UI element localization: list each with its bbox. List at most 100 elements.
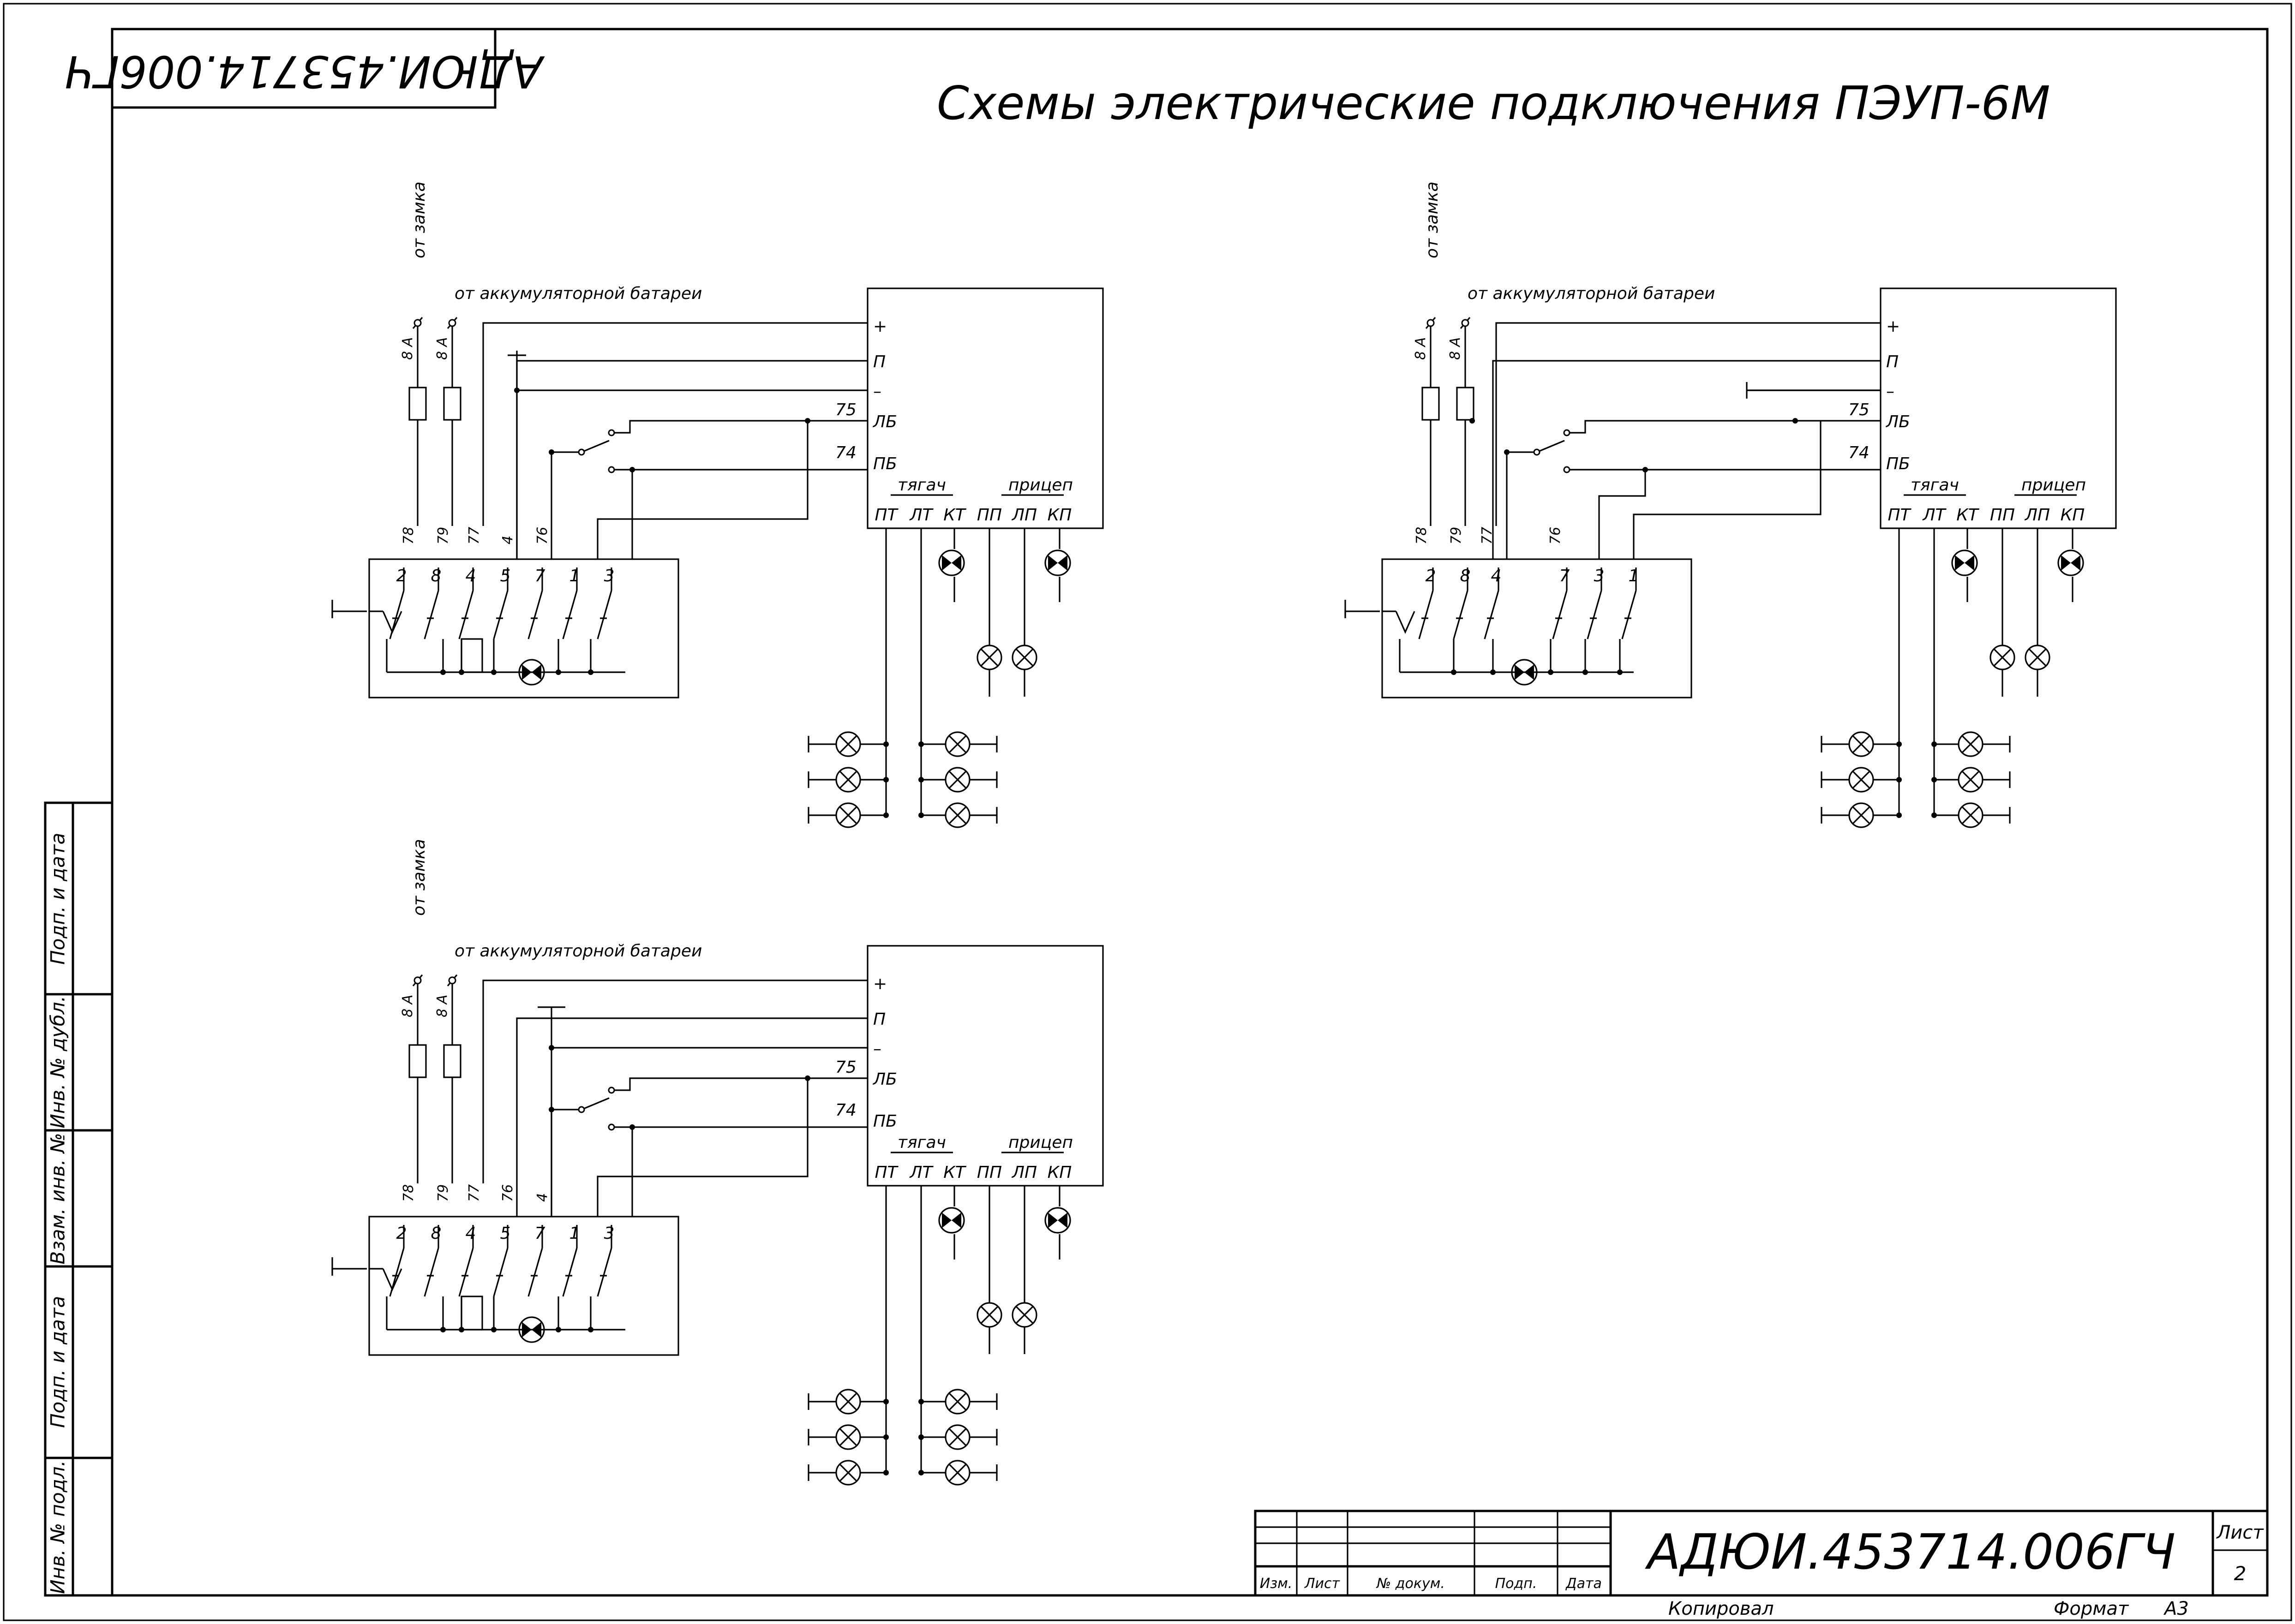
switch-contact-number: 7 <box>535 567 545 585</box>
fuse-terminal <box>448 319 456 327</box>
wire-75-label: 75 <box>835 400 857 419</box>
switch-contact-number: 8 <box>1460 567 1471 585</box>
wire-number: 78 <box>1414 527 1430 544</box>
wire <box>424 1248 439 1297</box>
pin-label: ЛБ <box>1885 412 1910 431</box>
wire-75-label: 75 <box>835 1058 857 1077</box>
wire <box>583 440 610 452</box>
output-label: ЛТ <box>909 506 934 525</box>
format-label: Формат <box>2054 1598 2129 1619</box>
wire <box>458 590 474 639</box>
fuse-icon <box>443 387 461 421</box>
wire-number: 78 <box>401 1184 417 1202</box>
junction-dot <box>883 812 889 818</box>
switch-contact-number: 1 <box>1629 567 1639 585</box>
switch-contact-number: 5 <box>500 567 511 585</box>
wire <box>1015 648 1034 667</box>
side-col-5: Инв. № подл. <box>47 1460 69 1594</box>
side-col-2: Инв. № дубл. <box>47 996 69 1128</box>
controller-block <box>867 945 1104 1187</box>
wire <box>583 1097 610 1110</box>
side-columns: Подп. и дата Инв. № дубл. Взам. инв. № П… <box>44 801 114 1597</box>
wire <box>839 1428 857 1446</box>
from-lock-label: от замка <box>410 839 429 916</box>
wire <box>331 1268 367 1276</box>
side-col-1: Подп. и дата <box>47 833 69 965</box>
controller-block <box>1880 287 2117 529</box>
top-code: АДЮИ.453714.006ГЧ <box>65 46 545 96</box>
wire-number: 4 <box>534 1193 551 1202</box>
wire <box>516 1017 868 1217</box>
wire <box>597 1248 612 1297</box>
terminal <box>578 1106 585 1113</box>
junction-dot <box>1469 418 1475 424</box>
wire <box>1453 590 1468 639</box>
trailer-label: прицеп <box>1008 1133 1073 1152</box>
output-label: ПТ <box>1888 506 1912 525</box>
junction-dot <box>918 777 924 782</box>
wire <box>493 1248 509 1297</box>
pin-label: П <box>873 1010 886 1029</box>
junction-dot <box>883 741 889 747</box>
wire <box>1587 590 1602 639</box>
switch-contact-number: 8 <box>431 1224 442 1243</box>
contact-bridge <box>461 638 483 673</box>
terminal <box>1533 448 1540 456</box>
side-col-4: Подп. и дата <box>47 1296 69 1428</box>
fuse-rating-label: 8 А <box>400 337 416 360</box>
output-label: КП <box>1048 1163 1072 1182</box>
wire <box>597 1078 809 1217</box>
wire <box>948 735 967 753</box>
from-lock-label: от замка <box>410 181 429 258</box>
indicator-lamp-icon <box>1044 1207 1071 1234</box>
switch-contact-number: 2 <box>396 567 407 585</box>
wire <box>1852 735 1870 753</box>
light-switch-box <box>368 1216 679 1356</box>
output-label: КП <box>1048 506 1072 525</box>
wire <box>1633 421 1822 559</box>
pin-label: + <box>1886 317 1900 336</box>
wire-number: 79 <box>435 1184 451 1202</box>
controller-block <box>867 287 1104 529</box>
tractor-label: тягач <box>898 476 946 495</box>
junction-dot <box>883 1434 889 1440</box>
stamp-header-list: Лист <box>1304 1576 1341 1592</box>
output-label: ЛП <box>2024 506 2050 525</box>
terminal <box>578 448 585 456</box>
from-battery-label: от аккумуляторной батареи <box>455 942 702 961</box>
output-label: ПП <box>1990 506 2015 525</box>
pin-label: П <box>1886 352 1899 371</box>
wire <box>331 610 367 618</box>
fuse-rating-label: 8 А <box>434 995 450 1017</box>
wire <box>1552 590 1568 639</box>
indicator-lamp-fill <box>521 664 542 680</box>
switch-contact-number: 5 <box>500 1224 511 1243</box>
indicator-lamp-fill <box>1048 1212 1068 1228</box>
switch-contact-number: 1 <box>569 567 580 585</box>
junction-dot <box>1931 741 1937 747</box>
pin-label: – <box>873 382 881 401</box>
fuse-icon <box>408 1044 427 1078</box>
output-label: КТ <box>943 1163 967 1182</box>
wire <box>839 770 857 789</box>
wire <box>527 590 543 639</box>
wire <box>614 420 868 434</box>
wire <box>562 590 578 639</box>
output-label: ПТ <box>875 1163 899 1182</box>
fuse-rating-label: 8 А <box>400 995 416 1017</box>
wire-number: 77 <box>466 527 482 544</box>
wire <box>1993 648 2012 667</box>
wire <box>597 590 612 639</box>
terminal <box>608 1123 615 1131</box>
fuse-terminal <box>1426 319 1435 327</box>
wire <box>527 1248 543 1297</box>
wire <box>948 1392 967 1411</box>
junction-dot <box>918 812 924 818</box>
wire <box>1418 590 1434 639</box>
wire <box>1492 360 1881 559</box>
sheet-outer-border <box>3 3 2292 1621</box>
wire-74-label: 74 <box>835 1101 857 1120</box>
